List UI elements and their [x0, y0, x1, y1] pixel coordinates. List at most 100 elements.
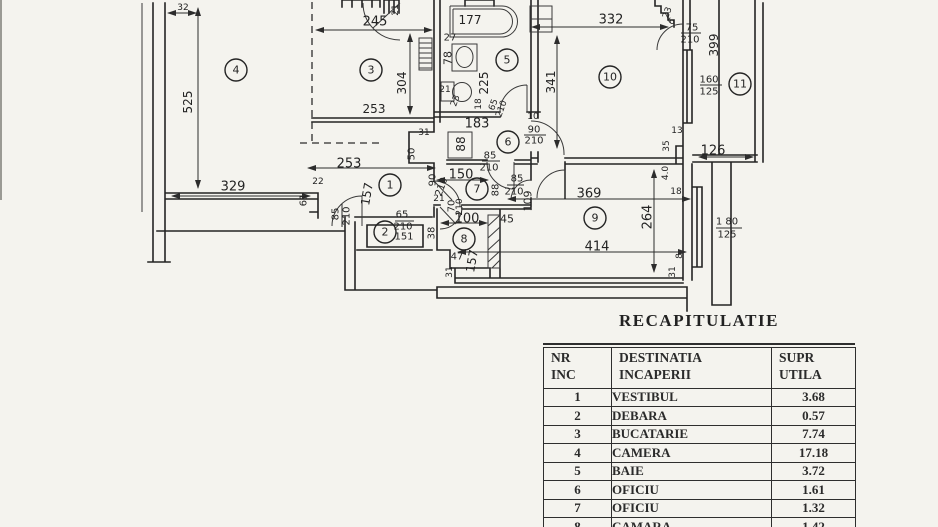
room-number-badge: 10	[598, 65, 622, 89]
dim-label: 35	[662, 140, 672, 151]
dim-label: 90	[528, 125, 541, 136]
dim-label: 32	[177, 3, 188, 13]
dim-label: 31	[445, 266, 455, 277]
dim-label: 50	[407, 148, 418, 161]
vent-shaft	[529, 5, 553, 33]
dim-label: 65	[396, 210, 409, 221]
cell-nr: 6	[543, 480, 612, 500]
dim-label: 85	[484, 151, 497, 162]
svg-text:6: 6	[505, 136, 512, 149]
dim-label: 38	[427, 227, 438, 240]
cell-dest: OFICIU	[611, 480, 772, 500]
dim-label: 47	[451, 252, 464, 263]
hatched-wall	[487, 214, 501, 269]
cell-supr: 17.18	[771, 443, 856, 463]
dim-label: 85	[331, 208, 342, 221]
dim-label: 341	[544, 71, 558, 94]
dim-label: 78	[442, 51, 455, 65]
room-number-badge: 5	[495, 48, 519, 72]
stove-radiator	[418, 37, 433, 71]
dim-label: 23	[661, 6, 674, 20]
dim-label: 253	[363, 102, 386, 116]
cell-nr: 2	[543, 406, 612, 426]
dim-label: 4.0	[661, 166, 671, 181]
col-header-line: INC	[551, 366, 576, 382]
dim-label: 160	[699, 75, 718, 86]
dim-label: 125	[717, 230, 736, 241]
recap-title: RECAPITULATIE	[619, 311, 779, 330]
svg-text:1: 1	[387, 179, 394, 192]
col-header-nr: NR INC	[543, 347, 612, 389]
svg-text:2: 2	[382, 226, 389, 239]
closet-duct	[447, 131, 473, 159]
col-header-destinatia: DESTINATIA INCAPERII	[611, 347, 772, 389]
dim-label: 13	[671, 126, 682, 136]
dim-label: 31	[668, 266, 678, 277]
dim-label: 100	[455, 212, 480, 227]
cell-supr: 1.61	[771, 480, 856, 500]
dim-label: 21	[391, 4, 401, 15]
dim-label: 65	[487, 98, 500, 112]
dim-label: 6	[666, 16, 677, 27]
cell-nr: 8	[543, 517, 612, 527]
dim-label: 27	[444, 33, 457, 44]
dim-label: 369	[577, 187, 602, 202]
recap-top-rule	[543, 343, 855, 345]
cell-supr: 7.74	[771, 424, 856, 445]
recap-table: NR INC DESTINATIA INCAPERII SUPR UTILA 1…	[543, 347, 856, 527]
cell-dest: CAMARA	[611, 517, 772, 527]
dim-label: 253	[337, 157, 362, 172]
dim-label: 332	[599, 13, 624, 28]
dim-label: 10	[527, 112, 539, 122]
cell-dest: CAMERA	[611, 443, 772, 463]
dim-label: 329	[221, 180, 246, 195]
col-header-supr: SUPR UTILA	[771, 347, 856, 389]
svg-text:10: 10	[603, 71, 617, 84]
toilet	[440, 81, 472, 102]
dim-label: 18	[670, 187, 682, 197]
walls	[147, 0, 764, 312]
room-number-badge: 7	[465, 177, 489, 201]
svg-text:8: 8	[461, 233, 468, 246]
cell-dest: DEBARA	[611, 406, 772, 426]
dim-label: 125	[699, 87, 718, 98]
dim-label: 88	[491, 184, 502, 197]
dim-label: 85	[511, 174, 524, 185]
svg-text:3: 3	[368, 64, 375, 77]
col-header-line: SUPR	[779, 350, 815, 365]
cell-nr: 5	[543, 461, 612, 482]
dim-label: 210	[393, 222, 412, 233]
dim-label: 90	[428, 174, 439, 187]
room-number-badge: 6	[496, 130, 520, 154]
col-header-line: UTILA	[779, 366, 822, 382]
svg-text:9: 9	[592, 212, 599, 225]
room-number-badge: 2	[373, 220, 397, 244]
dim-label: 245	[363, 15, 388, 30]
room-number-badge: 4	[224, 58, 248, 82]
recap-header-row: NR INC DESTINATIA INCAPERII SUPR UTILA	[543, 347, 856, 389]
cell-dest: OFICIU	[611, 498, 772, 519]
sink	[451, 43, 478, 72]
svg-text:4: 4	[233, 64, 240, 77]
fraction-bars	[341, 32, 742, 229]
dim-label: 210	[342, 206, 353, 225]
room-number-badge: 9	[583, 206, 607, 230]
dim-label: 88	[454, 136, 468, 151]
col-header-line: INCAPERII	[619, 366, 692, 382]
cell-supr: 0.57	[771, 406, 856, 426]
dim-label: 414	[585, 240, 610, 255]
recap-section: RECAPITULATIE NR INC DESTINATIA INCAPERI…	[543, 311, 856, 527]
dim-label: 23	[449, 94, 462, 108]
dim-label: 210	[504, 187, 523, 198]
dim-label: 61	[299, 194, 310, 207]
cell-dest: BAIE	[611, 461, 772, 482]
dim-label: 525	[181, 91, 195, 114]
